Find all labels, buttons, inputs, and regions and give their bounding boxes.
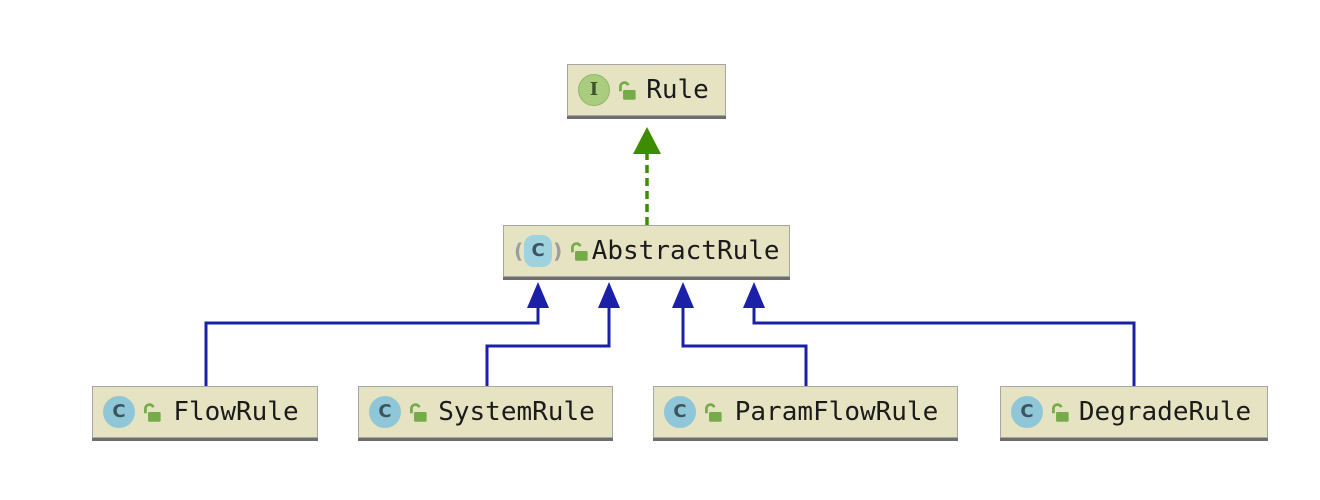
edge-extends-paramflowrule-abstractrule <box>672 282 808 386</box>
abstract-paren-close: ) <box>553 239 563 263</box>
edge-implements-abstractrule-rule <box>633 127 661 225</box>
node-label: Rule <box>646 75 709 105</box>
extends-arrowhead-icon <box>743 282 765 308</box>
abstract-paren-open: ( <box>514 239 524 263</box>
extends-arrowhead-icon <box>527 282 549 308</box>
abstract-class-icon: ( C ) <box>514 235 562 267</box>
implements-arrowhead-icon <box>633 127 661 154</box>
node-label: ParamFlowRule <box>734 397 939 427</box>
class-icon: C <box>664 396 696 428</box>
node-systemrule-icons: C <box>369 396 429 428</box>
node-systemrule[interactable]: C SystemRule <box>358 386 613 438</box>
node-abstractrule-icons: ( C ) <box>514 235 590 267</box>
node-degraderule-icons: C <box>1011 396 1071 428</box>
node-paramflowrule[interactable]: C ParamFlowRule <box>653 386 958 438</box>
edge-extends-flowrule-abstractrule <box>204 282 549 386</box>
edge-extends-systemrule-abstractrule <box>485 282 620 386</box>
interface-icon: I <box>578 74 610 106</box>
class-icon: C <box>1011 396 1043 428</box>
node-rule-icons: I <box>578 74 638 106</box>
node-degraderule[interactable]: C DegradeRule <box>1000 386 1268 438</box>
unlocked-public-icon <box>144 402 161 422</box>
unlocked-public-icon <box>410 402 427 422</box>
node-paramflowrule-icons: C <box>664 396 724 428</box>
unlocked-public-icon <box>571 241 588 261</box>
extends-arrowhead-icon <box>672 282 694 308</box>
node-rule[interactable]: I Rule <box>567 64 726 116</box>
node-abstractrule[interactable]: ( C ) AbstractRule <box>503 225 790 277</box>
node-label: DegradeRule <box>1078 397 1252 427</box>
node-label: FlowRule <box>173 397 299 427</box>
node-flowrule[interactable]: C FlowRule <box>92 386 318 438</box>
unlocked-public-icon <box>619 80 636 100</box>
unlocked-public-icon <box>705 402 722 422</box>
abstract-class-letter: C <box>524 235 553 267</box>
edge-extends-degraderule-abstractrule <box>743 282 1136 386</box>
extends-arrowhead-icon <box>598 282 620 308</box>
node-flowrule-icons: C <box>103 396 163 428</box>
class-icon: C <box>103 396 135 428</box>
node-label: SystemRule <box>438 397 595 427</box>
class-icon: C <box>369 396 401 428</box>
node-label: AbstractRule <box>591 236 780 266</box>
unlocked-public-icon <box>1052 402 1069 422</box>
